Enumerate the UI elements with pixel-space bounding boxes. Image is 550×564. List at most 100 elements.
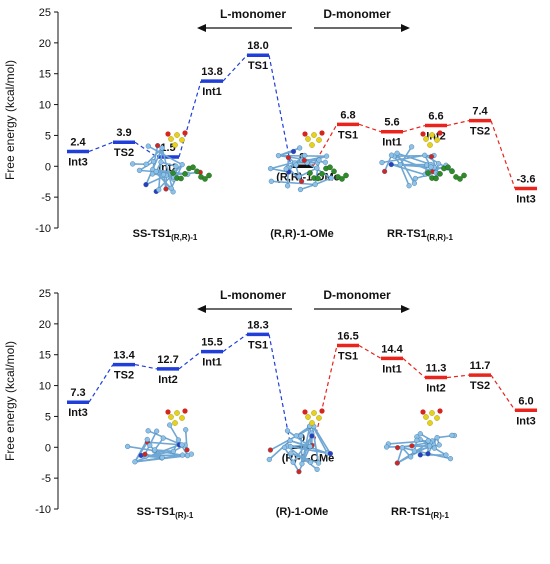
atom [408,454,414,460]
atom [160,435,166,441]
atom [154,428,160,434]
atom [412,175,418,182]
atom [268,178,274,184]
atom [145,428,151,434]
atom [175,437,182,443]
bond [399,146,413,166]
atom [275,153,282,159]
bond [396,152,432,166]
atom [267,447,274,453]
atom [174,410,180,416]
atom [307,443,313,450]
atom [298,433,304,439]
connector [358,344,382,359]
atom [319,130,325,136]
connector [358,123,382,133]
atom [309,433,315,439]
atom [287,438,293,444]
energy-value-label: 2.4 [70,136,86,148]
bond [313,426,332,455]
atom [314,466,320,472]
atom [443,452,449,458]
energy-value-label: 18.0 [247,40,268,52]
atom [383,444,390,450]
atom [172,420,178,426]
atom [437,130,443,136]
y-tick-label: 25 [39,288,51,300]
atom [165,409,171,415]
atom [163,186,169,192]
energy-value-label: -3.6 [517,174,536,186]
bond [270,425,315,451]
atom [379,159,385,166]
energy-value-label: 3.9 [116,127,131,139]
state-label: Int3 [516,194,536,206]
atom [296,469,302,475]
atom [293,162,299,168]
atom [301,157,307,163]
state-label: Int1 [202,357,222,369]
energy-value-label: 11.7 [470,360,491,372]
atom [296,174,302,180]
atom [156,187,162,193]
atom [125,443,131,450]
structure-caption: (R,R)-1-OMe [270,228,334,240]
state-label: Int2 [426,383,446,395]
energy-value-label: 7.4 [472,106,488,118]
atom [147,442,153,448]
atom [323,153,330,159]
structure-caption: SS-TS1(R)-1 [137,506,194,520]
state-label: TS2 [114,147,134,159]
atom [457,176,463,182]
connector [402,124,426,133]
state-label: TS2 [470,380,490,392]
connector [88,141,114,153]
banner-left-label: L-monomer [220,288,286,302]
atom [434,415,440,421]
atom [287,444,294,450]
atom [168,136,174,142]
atom [316,157,322,163]
molecule-structure-2-2 [266,408,333,475]
y-tick-label: 0 [45,161,51,173]
atom [281,444,288,451]
state-label: TS1 [248,339,268,351]
energy-value-label: 1.5 [160,142,175,154]
state-label: Int3 [68,407,88,419]
y-tick-label: -10 [35,504,51,516]
atom [194,168,200,175]
atom [168,414,174,420]
connector [402,357,426,379]
energy-value-label: 6.6 [428,111,443,123]
atom [143,182,149,188]
atom [179,442,185,448]
molecule-structure-1-1 [130,130,212,195]
atom [302,152,308,159]
atom [311,410,317,416]
atom [382,168,388,175]
atom [394,150,400,156]
bond [283,447,300,473]
y-tick-label: 10 [39,100,51,112]
atom [184,447,190,453]
y-tick-label: 10 [39,381,51,393]
bond [151,145,159,170]
atom [155,143,161,149]
atom [409,443,415,449]
atom [311,132,317,138]
state-label: Int1 [382,363,402,375]
atom [399,445,405,451]
atom [433,175,439,182]
banner-right-arrowhead [401,305,410,313]
molecule-structure-2-1 [125,408,194,465]
atom [267,166,274,172]
atom [170,170,176,176]
atom [422,152,428,158]
y-tick-label: 20 [39,38,51,50]
energy-value-label: 11.3 [426,363,447,375]
atom [437,171,443,177]
atom [168,185,174,191]
atom [428,154,435,160]
atom [297,186,304,193]
